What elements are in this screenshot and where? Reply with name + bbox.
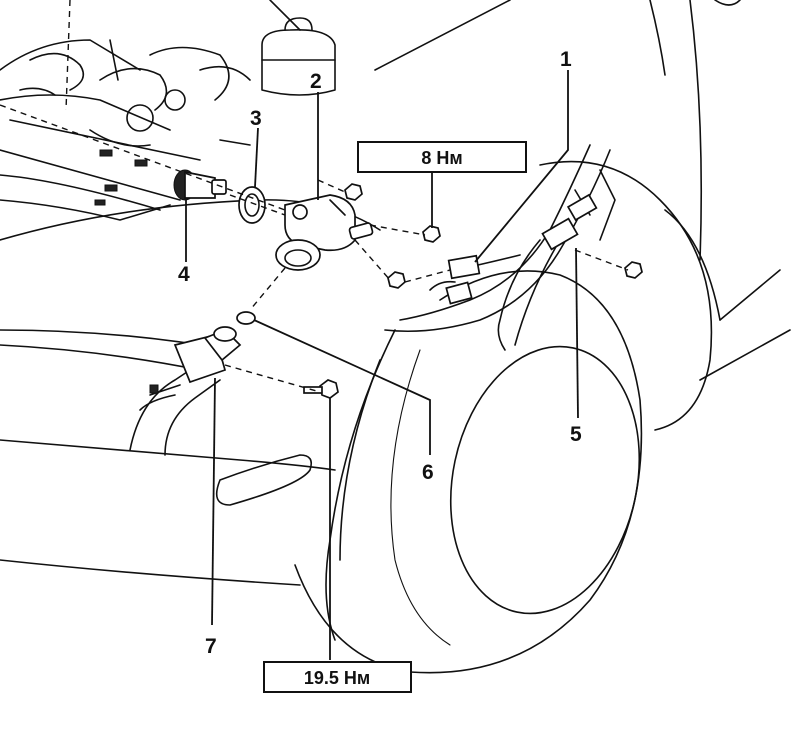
engine-assembly [0,0,336,221]
callout-3: 3 [250,107,262,130]
vehicle-body-outline [0,0,791,641]
callout-2: 2 [310,70,322,93]
gasket [238,186,266,224]
wiring-harness [384,144,616,351]
assembly-lines [0,104,629,393]
temperature-sensor [173,169,227,201]
callout-6: 6 [422,461,434,484]
thermostat-housing [275,194,374,271]
nut-middle [422,225,441,243]
torque-box-upper: 8 Нм [357,141,527,173]
nut-upper [344,183,363,201]
leader-lines [185,70,579,660]
callout-7: 7 [205,635,217,658]
torque-label-lower: 19.5 Нм [304,668,370,688]
callout-4: 4 [178,263,190,286]
nut-lower [387,271,406,289]
o-ring [236,311,256,325]
water-hose [129,326,242,456]
fasteners [303,183,643,399]
callout-1: 1 [560,48,572,71]
callout-5: 5 [570,423,582,446]
torque-label-upper: 8 Нм [421,148,462,168]
nut-right [624,261,643,279]
gasket-inner [244,193,260,217]
bolt-hose-bracket [303,379,339,399]
torque-box-lower: 19.5 Нм [263,661,412,693]
front-wheel [294,270,643,674]
